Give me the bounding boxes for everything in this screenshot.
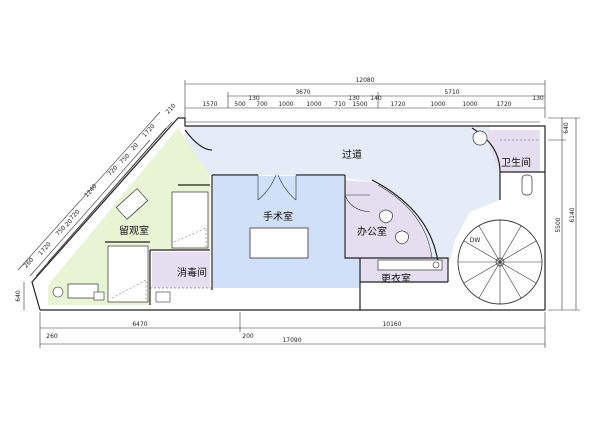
dim-bottom-right: 10160 (382, 321, 401, 328)
dim-top-row-9: 140 (370, 95, 382, 102)
dim-top-row-4: 1000 (278, 101, 293, 108)
dim-top-row-5: 1000 (306, 101, 321, 108)
sink-bowl-icon (432, 261, 440, 269)
office-chair-1 (379, 209, 393, 224)
observation-desk-lower (67, 283, 99, 299)
dim-top-row-7: 130 (348, 95, 360, 102)
office-door (344, 194, 371, 213)
toilet-area (488, 130, 540, 172)
bottom-dimensions (39, 312, 546, 348)
diagonal-dimension-lines (17, 111, 161, 277)
disinfection-area (152, 252, 210, 288)
dim-diag-lower-3: 1720 (37, 241, 53, 257)
room-label-operating: 手术室 (263, 210, 293, 223)
dim-top-row-12: 1000 (462, 101, 477, 108)
dim-diag-upper-1: 20 (130, 142, 140, 152)
dumbwaiter-label: DW (470, 237, 481, 244)
observation-cabinet (93, 291, 105, 301)
room-label-disinfection: 消毒间 (177, 266, 207, 279)
corridor-area (212, 128, 500, 262)
dim-top-row-2: 130 (248, 95, 260, 102)
observation-bed-lower (107, 245, 149, 303)
wall-corridor-top-curve (471, 127, 501, 173)
observation-desk (115, 188, 149, 220)
changing-sink (377, 259, 443, 271)
spiral-staircase (457, 219, 543, 305)
dim-left-bottom: 640 (15, 290, 22, 302)
dim-top-group-a: 3670 (295, 89, 310, 96)
bed-curtain-lower (111, 279, 147, 300)
dim-top-row-1: 500 (234, 101, 246, 108)
dim-top-row-13: 1720 (496, 101, 511, 108)
operating-door-left (257, 174, 277, 201)
top-dimension-row: 1570 500 130 700 1000 1000 710 130 1500 … (202, 95, 544, 108)
dim-top-row-3: 700 (256, 101, 268, 108)
toilet-bowl-icon (521, 174, 533, 196)
window-line-diagonal-inner (47, 127, 167, 263)
wall-office-curve (371, 179, 439, 263)
dim-bottom-mid-small: 200 (242, 333, 254, 340)
room-label-corridor: 过道 (342, 148, 362, 161)
dim-diag-upper-4: 1240 (83, 183, 99, 199)
dim-diag-lower-1: 20 (64, 218, 74, 228)
dim-right-mid: 5500 (555, 217, 562, 232)
dim-top-total: 12080 (355, 77, 374, 84)
observation-bed-upper (171, 191, 209, 249)
room-label-office: 办公室 (357, 225, 387, 238)
observation-chair-icon (52, 286, 64, 298)
dim-top-row-10: 1720 (390, 101, 405, 108)
dim-diag-upper-0: 1720 (141, 123, 157, 139)
right-dimensions (548, 117, 580, 311)
dim-bottom-left-small: 260 (46, 333, 58, 340)
disinfection-sink (155, 291, 171, 303)
toilet-basin-icon (472, 130, 488, 146)
wall-corridor-left-curve (184, 129, 213, 151)
room-label-observation: 留观室 (119, 224, 149, 237)
dim-diag-upper-3: 720 (106, 164, 119, 177)
room-label-changing: 更衣室 (381, 272, 411, 285)
dim-top-row-8: 1500 (352, 101, 367, 108)
operating-table (249, 227, 309, 259)
bed-curtain-upper (173, 227, 207, 248)
dim-right-top: 640 (563, 122, 570, 134)
dim-top-row-14: 130 (532, 95, 544, 102)
office-curve-inner (377, 184, 433, 259)
dim-diag-lower-4: 260 (22, 256, 35, 269)
dim-right-total: 6140 (569, 207, 576, 222)
wall-operating-right (344, 175, 361, 310)
dim-diag-top: 210 (164, 102, 177, 115)
operating-door-right (277, 174, 297, 201)
outer-wall-diagonal (31, 117, 179, 311)
outer-wall-top (178, 117, 546, 140)
dim-top-row-0: 1570 (202, 101, 217, 108)
room-label-toilet: 卫生间 (501, 156, 531, 169)
dim-top-row-6: 710 (334, 101, 346, 108)
top-dimensions: 12080 3670 5710 (184, 77, 546, 118)
dim-bottom-total: 17090 (282, 337, 301, 344)
wall-changing-top (360, 257, 449, 282)
dim-bottom-left: 6470 (132, 321, 147, 328)
dim-top-group-b: 5710 (444, 89, 459, 96)
office-chair-2 (395, 230, 409, 245)
dim-top-row-11: 1000 (430, 101, 445, 108)
